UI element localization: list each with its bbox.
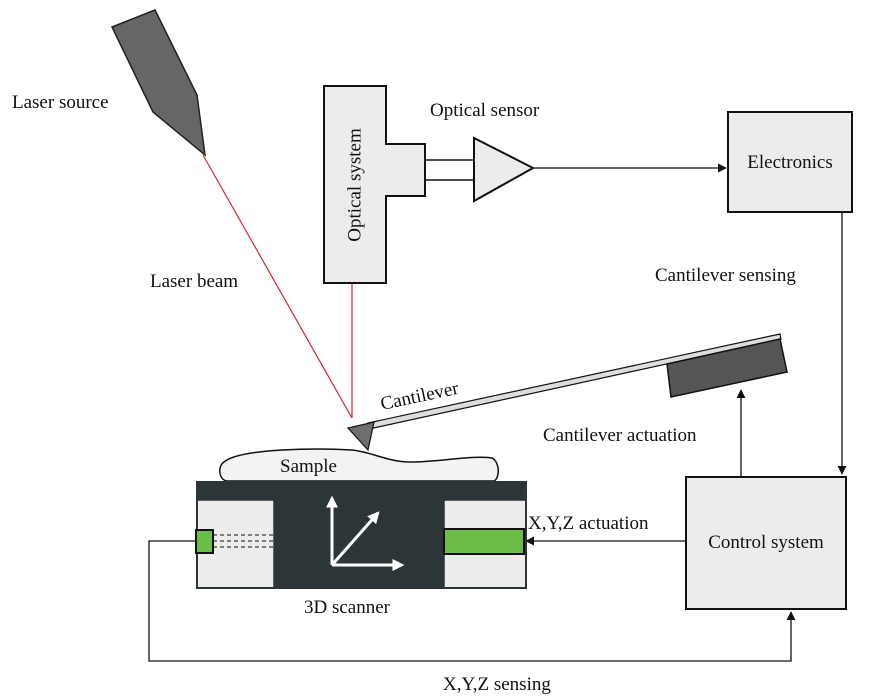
xyz-sensing-label: X,Y,Z sensing: [443, 674, 551, 695]
optical-sensor-label: Optical sensor: [430, 100, 540, 121]
xyz-actuator-green: [443, 528, 525, 555]
cantilever-actuation-label: Cantilever actuation: [543, 425, 697, 446]
sample-shape: [219, 448, 499, 482]
control-system-box: [685, 476, 847, 610]
xyz-actuation-label: X,Y,Z actuation: [528, 513, 649, 534]
optical-system-block: [323, 85, 426, 284]
xyz-sensing-loop: [148, 540, 796, 662]
control-system-label: Control system: [708, 532, 824, 553]
scanner-label: 3D scanner: [304, 597, 391, 618]
electronics-box: [727, 111, 853, 213]
scanner-dark-top: [197, 482, 526, 500]
optical-system-label: Optical system: [344, 128, 365, 242]
scanner-center-block: [274, 500, 444, 588]
laser-beam-line: [202, 154, 353, 419]
cantilever-sensing-label: Cantilever sensing: [655, 265, 796, 286]
laser-beam-label: Laser beam: [150, 271, 238, 292]
axis-y-arrow: [330, 511, 380, 566]
cantilever-tip: [346, 421, 375, 452]
cantilever-chip: [666, 338, 788, 398]
laser-source-label: Laser source: [12, 92, 109, 113]
xyz-sensor-green: [195, 529, 214, 554]
electronics-label: Electronics: [747, 152, 832, 173]
optical-sensor-triangle: [473, 136, 536, 203]
laser-source-body: [110, 9, 206, 157]
sample-label: Sample: [280, 456, 337, 477]
